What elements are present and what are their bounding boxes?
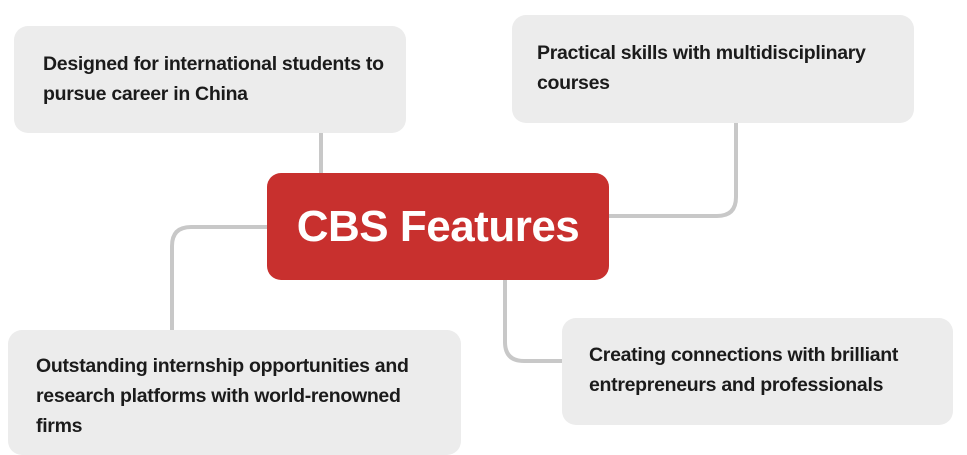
connector-left (170, 225, 267, 330)
feature-text: Designed for international students to p… (43, 53, 384, 105)
feature-box-international: Designed for international students to p… (14, 26, 406, 133)
connector-bottom-right (503, 280, 562, 363)
feature-text: Creating connections with brilliant entr… (589, 344, 899, 396)
feature-box-practical-skills: Practical skills with multidisciplinary … (512, 15, 914, 123)
connector-lines (170, 123, 738, 363)
feature-box-connections: Creating connections with brilliant entr… (562, 318, 953, 425)
center-title: CBS Features (296, 201, 580, 251)
connector-top-right (609, 123, 738, 218)
feature-box-internship: Outstanding internship opportunities and… (8, 330, 461, 455)
feature-text: Outstanding internship opportunities and… (36, 355, 409, 437)
feature-text: Practical skills with multidisciplinary … (537, 42, 866, 94)
center-node: CBS Features (267, 173, 609, 280)
